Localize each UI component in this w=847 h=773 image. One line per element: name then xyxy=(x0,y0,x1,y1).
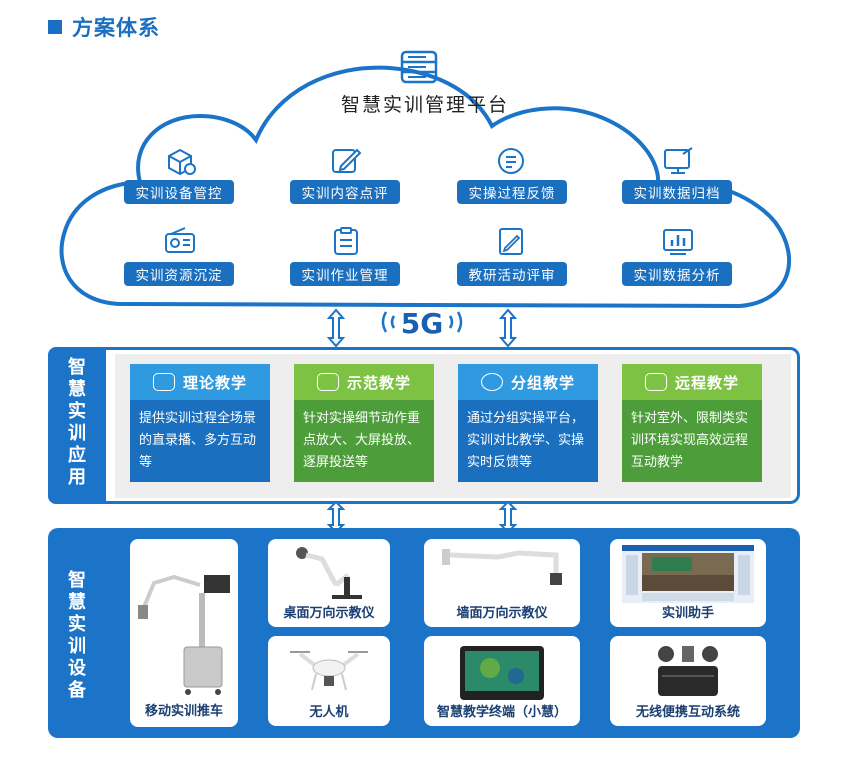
applications-side-label: 智慧实训应用 xyxy=(48,347,106,504)
app-card-group[interactable]: 分组教学 通过分组实操平台，实训对比教学、实操实时反馈等 xyxy=(458,364,598,482)
cloud-item-process-feedback[interactable]: 实操过程反馈 xyxy=(457,180,567,204)
app-card-remote[interactable]: 远程教学 针对室外、限制类实训环境实现高效远程互动教学 xyxy=(622,364,762,482)
server-icon xyxy=(400,50,438,84)
device-caption: 移动实训推车 xyxy=(144,704,223,719)
document-edit-icon xyxy=(499,228,523,255)
edit-pen-icon xyxy=(332,148,362,173)
device-caption: 无人机 xyxy=(309,705,349,720)
device-desk-arm[interactable]: 桌面万向示教仪 xyxy=(268,539,390,627)
cloud-item-homework-management[interactable]: 实训作业管理 xyxy=(290,262,400,286)
connector-left-arrow-icon xyxy=(326,308,346,348)
device-training-assistant[interactable]: 实训助手 xyxy=(610,539,766,627)
device-caption: 墙面万向示教仪 xyxy=(456,606,548,621)
feedback-list-icon xyxy=(498,148,524,174)
5g-label: 5G xyxy=(401,307,443,340)
5g-signal-icon: 5G xyxy=(381,307,463,340)
app-card-title: 示范教学 xyxy=(346,373,411,392)
app-card-title: 远程教学 xyxy=(674,373,739,392)
app-card-title: 理论教学 xyxy=(182,373,247,392)
clipboard-icon xyxy=(334,227,358,255)
app-card-desc: 通过分组实操平台，实训对比教学、实操实时反馈等 xyxy=(458,400,598,482)
device-caption: 桌面万向示教仪 xyxy=(283,606,375,621)
app-card-demo[interactable]: 示范教学 针对实操细节动作重点放大、大屏投放、逐屏投送等 xyxy=(294,364,434,482)
bar-chart-icon xyxy=(663,229,693,255)
cloud-item-equipment-control[interactable]: 实训设备管控 xyxy=(124,180,234,204)
desk-arm-image xyxy=(296,547,362,599)
device-portable-system[interactable]: 无线便携互动系统 xyxy=(610,636,766,726)
device-drone[interactable]: 无人机 xyxy=(268,636,390,726)
device-caption: 无线便携互动系统 xyxy=(635,705,740,720)
cube-gear-icon xyxy=(168,148,196,176)
app-card-desc: 提供实训过程全场景的直录播、多方互动等 xyxy=(130,400,270,482)
device-caption: 智慧教学终端（小慧） xyxy=(436,705,567,720)
mobile-cart-image xyxy=(138,574,230,695)
cloud-item-resource-deposit[interactable]: 实训资源沉淀 xyxy=(124,262,234,286)
connector-right-arrow-icon xyxy=(498,308,518,348)
heading-title: 方案体系 xyxy=(72,16,160,40)
drone-image xyxy=(290,651,368,691)
demo-icon xyxy=(316,373,339,391)
app-card-theory[interactable]: 理论教学 提供实训过程全场景的直录播、多方互动等 xyxy=(130,364,270,482)
platform-title: 智慧实训管理平台 xyxy=(340,94,509,116)
app-card-desc: 针对实操细节动作重点放大、大屏投放、逐屏投送等 xyxy=(294,400,434,482)
app-card-desc: 针对室外、限制类实训环境实现高效远程互动教学 xyxy=(622,400,762,482)
radio-resource-icon xyxy=(165,227,195,253)
app-card-title: 分组教学 xyxy=(510,373,575,392)
screen-app-image xyxy=(622,545,754,603)
cloud-item-teaching-review[interactable]: 教研活动评审 xyxy=(457,262,567,286)
tablet-terminal-image xyxy=(460,646,544,700)
wall-arm-image xyxy=(442,549,562,585)
device-wall-arm[interactable]: 墙面万向示教仪 xyxy=(424,539,580,627)
device-caption: 实训助手 xyxy=(661,606,714,621)
device-mobile-cart[interactable]: 移动实训推车 xyxy=(130,539,238,727)
portable-case-image xyxy=(658,646,718,696)
board-icon xyxy=(152,373,175,391)
remote-icon xyxy=(644,373,667,391)
devices-side-label: 智慧实训设备 xyxy=(68,570,86,701)
monitor-archive-icon xyxy=(664,147,693,174)
device-teaching-terminal[interactable]: 智慧教学终端（小慧） xyxy=(424,636,580,726)
section-heading: 方案体系 xyxy=(48,14,160,40)
cloud-item-data-archive[interactable]: 实训数据归档 xyxy=(622,180,732,204)
cloud-item-content-review[interactable]: 实训内容点评 xyxy=(290,180,400,204)
cloud-item-data-analysis[interactable]: 实训数据分析 xyxy=(622,262,732,286)
group-icon xyxy=(480,373,503,391)
heading-square-icon xyxy=(48,20,62,34)
